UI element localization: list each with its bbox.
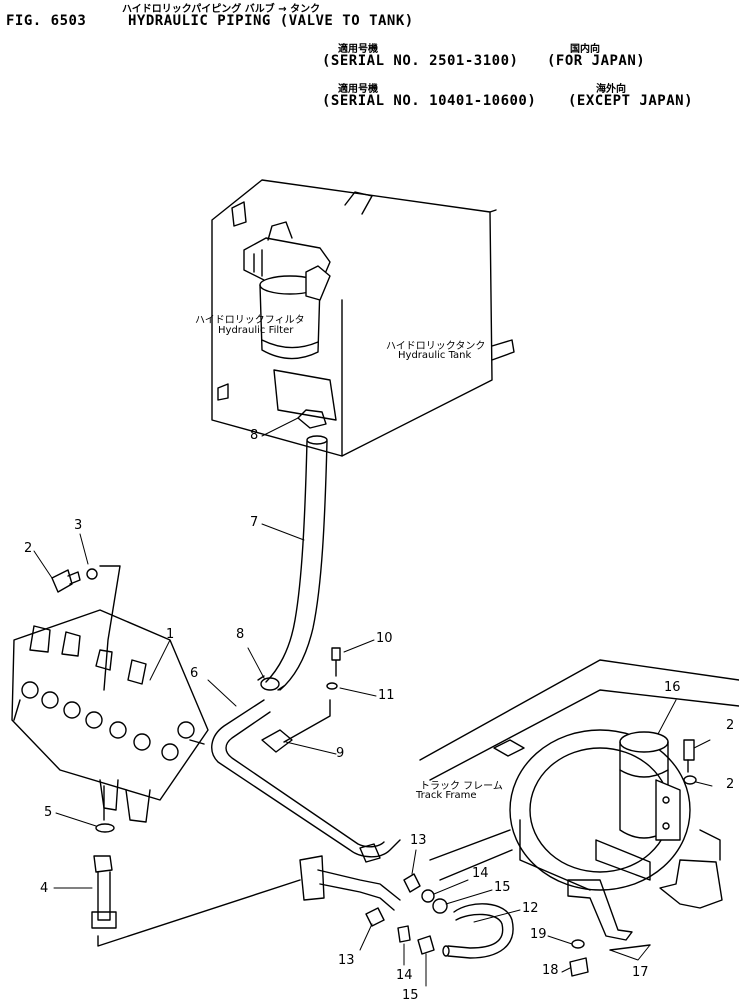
callout-2-right-upper: 2 bbox=[726, 718, 735, 733]
nut-washer bbox=[570, 940, 588, 976]
callout-15-lower: 15 bbox=[402, 988, 419, 1003]
callout-17: 17 bbox=[632, 965, 649, 980]
callout-13-lower: 13 bbox=[338, 953, 355, 968]
callout-6: 6 bbox=[190, 666, 199, 681]
callout-13-upper: 13 bbox=[410, 833, 427, 848]
callout-11: 11 bbox=[378, 688, 395, 703]
tank-label-jp: ハイドロリックタンク bbox=[386, 341, 486, 352]
callout-2-right-lower: 2 bbox=[726, 777, 735, 792]
callout-9: 9 bbox=[336, 746, 345, 761]
serial-label-jp-2: 適用号機 bbox=[338, 84, 378, 95]
pipe-clamp bbox=[262, 648, 340, 752]
callout-10: 10 bbox=[376, 631, 393, 646]
callout-1: 1 bbox=[166, 627, 175, 642]
callout-12: 12 bbox=[522, 901, 539, 916]
callout-5: 5 bbox=[44, 805, 53, 820]
hydraulic-filter bbox=[244, 222, 330, 359]
bolt-washer bbox=[52, 566, 120, 690]
steel-pipe bbox=[212, 700, 400, 910]
u-hose bbox=[443, 904, 513, 958]
callout-14-lower: 14 bbox=[396, 968, 413, 983]
serial-range-1: (SERIAL NO. 2501-3100) bbox=[322, 53, 519, 69]
destination-2: (EXCEPT JAPAN) bbox=[568, 93, 694, 109]
elbow-fitting-lower bbox=[366, 908, 434, 954]
title-japanese: ハイドロリックパイピング バルブ → タンク bbox=[122, 4, 321, 15]
frame-label: Track Frame bbox=[416, 790, 477, 801]
bracket bbox=[568, 830, 722, 950]
track-frame bbox=[420, 660, 739, 890]
serial-label-jp-1: 適用号機 bbox=[338, 44, 378, 55]
tank-label: Hydraulic Tank bbox=[398, 350, 472, 361]
callout-18: 18 bbox=[542, 963, 559, 978]
callout-2: 2 bbox=[24, 541, 33, 556]
destination-label-jp-2: 海外向 bbox=[596, 84, 626, 95]
frame-label-jp: トラック フレーム bbox=[420, 781, 503, 792]
callout-3: 3 bbox=[74, 518, 83, 533]
callout-19: 19 bbox=[530, 927, 547, 942]
callout-14-upper: 14 bbox=[472, 866, 489, 881]
destination-1: (FOR JAPAN) bbox=[547, 53, 646, 69]
filter-label-jp: ハイドロリックフィルタ bbox=[195, 315, 305, 326]
callout-16: 16 bbox=[664, 680, 681, 695]
figure-number: FIG. 6503 bbox=[6, 13, 87, 29]
destination-label-jp-1: 国内向 bbox=[570, 44, 600, 55]
serial-range-2: (SERIAL NO. 10401-10600) bbox=[322, 93, 537, 109]
elbow-fitting-upper bbox=[404, 874, 447, 913]
callout-15-upper: 15 bbox=[494, 880, 511, 895]
leader-lines bbox=[34, 418, 712, 986]
callout-8-lower: 8 bbox=[236, 627, 245, 642]
filter-label: Hydraulic Filter bbox=[218, 325, 294, 336]
right-bolt bbox=[684, 740, 696, 784]
callout-8-upper: 8 bbox=[250, 428, 259, 443]
callout-4: 4 bbox=[40, 881, 49, 896]
connector-fitting bbox=[92, 786, 300, 946]
swivel-joint bbox=[596, 732, 680, 880]
figure-title: HYDRAULIC PIPING (VALVE TO TANK) bbox=[128, 13, 414, 29]
hose-clamp bbox=[258, 676, 284, 690]
return-hose bbox=[266, 410, 327, 690]
control-valve bbox=[12, 610, 208, 822]
callout-7: 7 bbox=[250, 515, 259, 530]
